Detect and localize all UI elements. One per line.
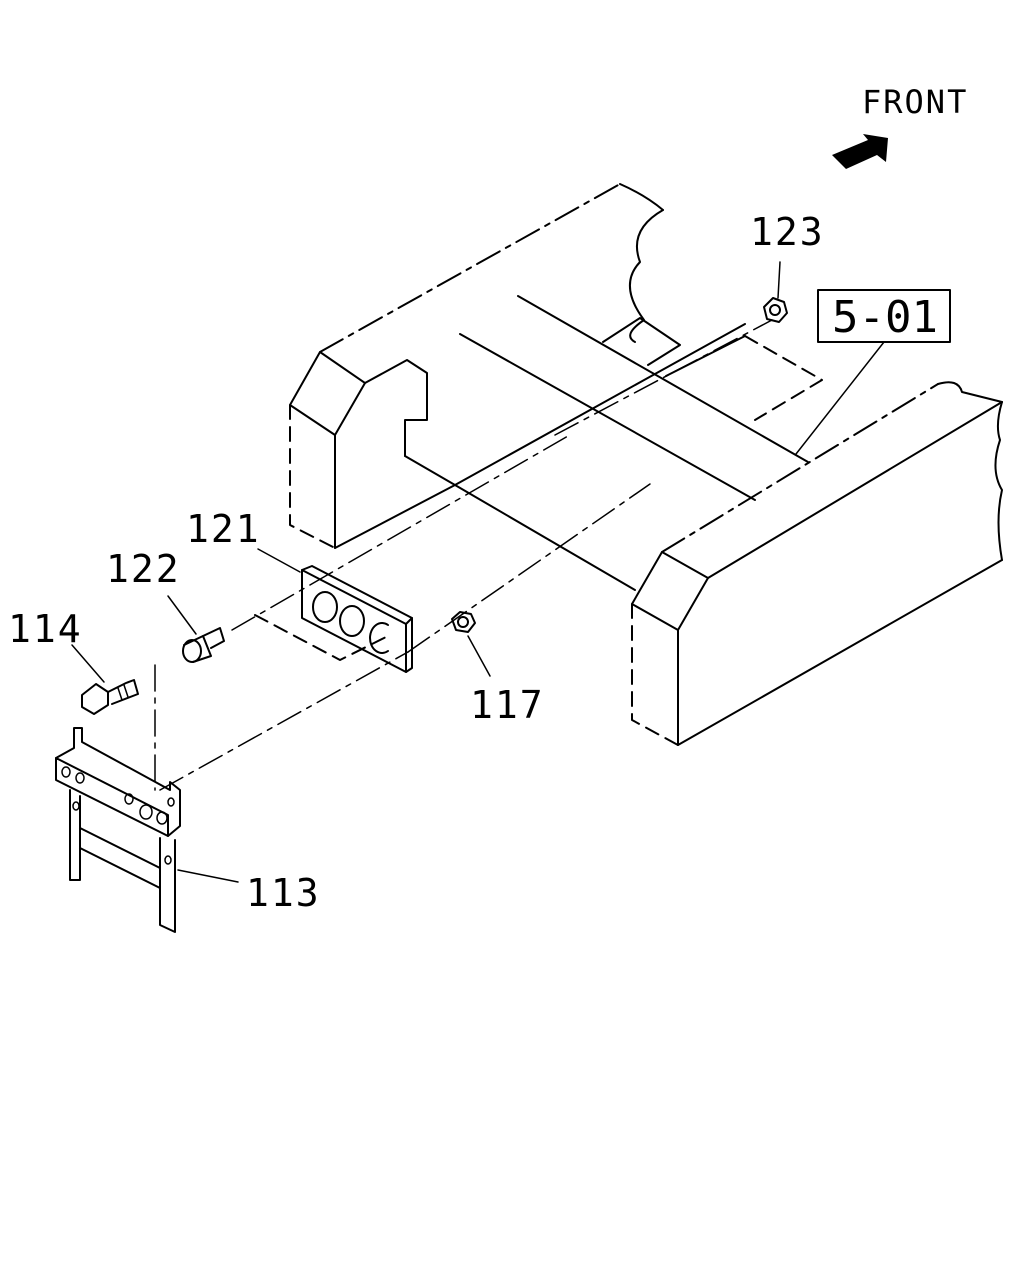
reference-label: 5-01 <box>832 292 938 343</box>
callout-117: 117 <box>470 683 545 727</box>
callout-122: 122 <box>106 547 181 591</box>
callout-113: 113 <box>246 871 321 915</box>
callout-121: 121 <box>186 507 261 551</box>
bracket-plate-121 <box>254 565 413 673</box>
bolt-122 <box>182 627 225 663</box>
right-frame-rail <box>631 381 1003 746</box>
callout-114: 114 <box>8 607 83 651</box>
cross-member <box>404 295 823 591</box>
callout-123: 123 <box>750 210 825 254</box>
assembly-center-lines <box>154 319 773 791</box>
front-label: FRONT <box>862 83 968 121</box>
reference-box <box>817 289 951 343</box>
nut-123 <box>763 297 788 323</box>
front-arrow-icon <box>832 134 888 169</box>
left-frame-rail <box>289 183 664 549</box>
leader-lines <box>71 261 885 883</box>
nut-117 <box>451 611 476 633</box>
hanger-bracket-113 <box>55 727 181 933</box>
bolt-114 <box>81 679 139 715</box>
